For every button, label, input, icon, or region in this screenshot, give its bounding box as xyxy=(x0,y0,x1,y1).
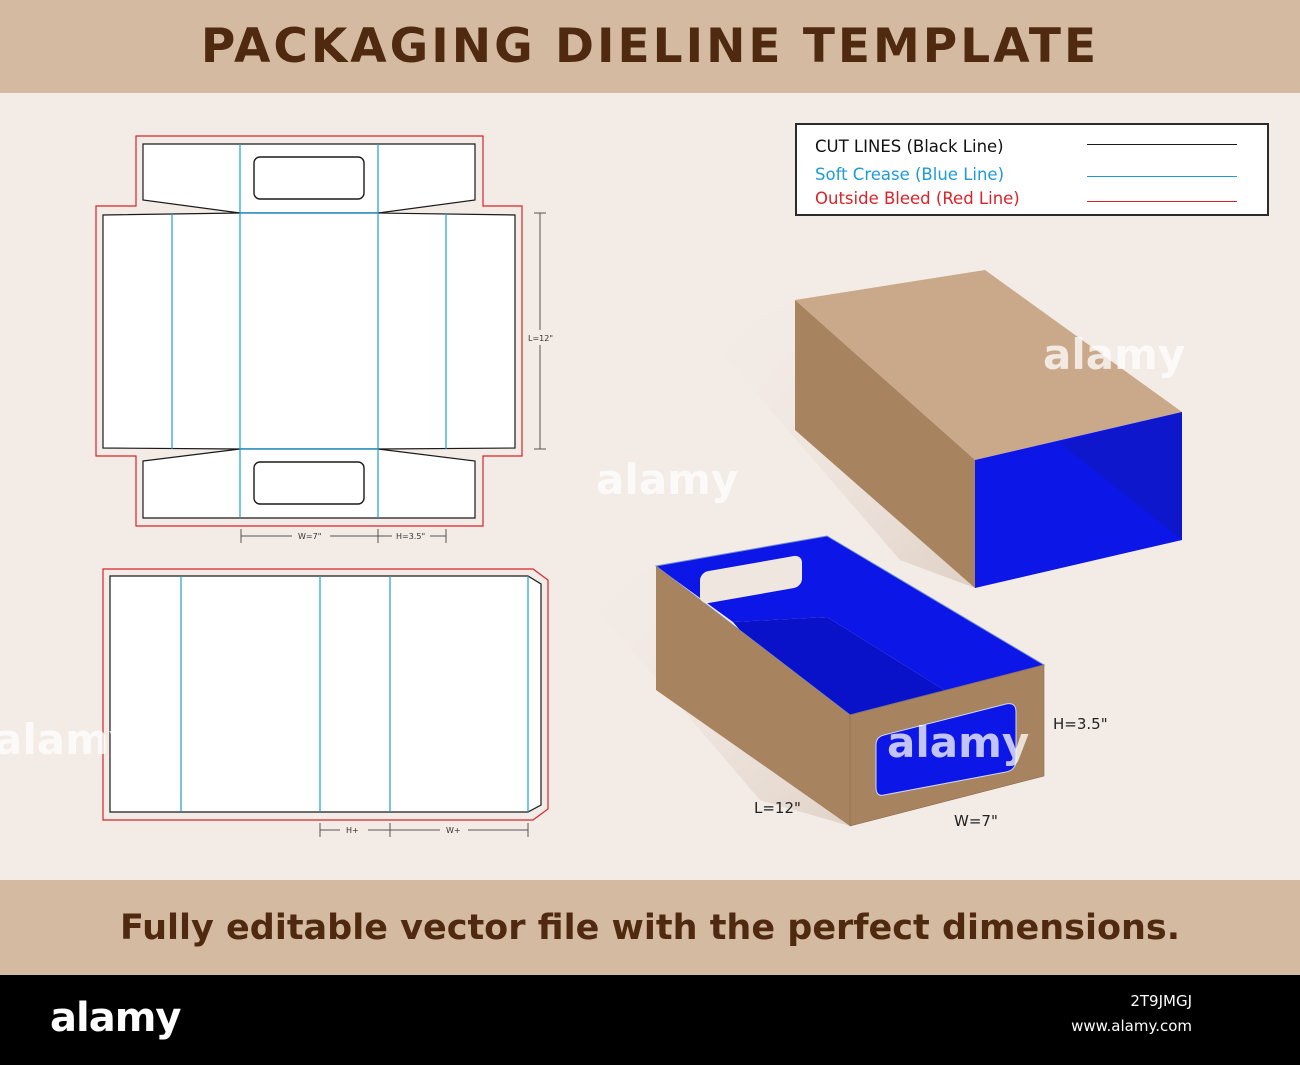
tray-handle-hole-bottom xyxy=(253,461,365,505)
tray-length-label: L=12" xyxy=(528,334,553,343)
tray-crease-lines xyxy=(171,144,447,518)
tray-3d-back-handle xyxy=(700,555,802,604)
image-id: 2T9JMGJ xyxy=(1130,992,1192,1010)
tray-handle-hole-top xyxy=(253,156,365,200)
tray-3d-width-label: W=7" xyxy=(954,812,998,830)
watermark-text: alamy xyxy=(0,715,137,764)
watermark-text: alamy xyxy=(887,718,1030,767)
page-title: PACKAGING DIELINE TEMPLATE xyxy=(200,19,1100,74)
sleeve-3d-top xyxy=(795,270,1182,460)
tray-3d: H=3.5" L=12" W=7" xyxy=(580,535,1108,830)
stock-footer: alamy 2T9JMGJ www.alamy.com xyxy=(0,975,1300,1065)
tray-bleed-line xyxy=(95,135,523,527)
tray-height-label: H=3.5" xyxy=(396,532,425,541)
legend-cut-line xyxy=(1087,144,1237,145)
sleeve-dimension-lines xyxy=(319,823,529,837)
line-legend: CUT LINES (Black Line) Soft Crease (Blue… xyxy=(795,123,1269,216)
watermark-text: alamy xyxy=(1043,330,1186,379)
legend-crease-label: Soft Crease (Blue Line) xyxy=(815,164,1005,184)
tagline-banner: Fully editable vector file with the perf… xyxy=(0,880,1300,975)
sleeve-w-plus-label: W+ xyxy=(446,826,461,835)
sleeve-3d-inner-back xyxy=(1060,412,1182,540)
tray-width-dimension xyxy=(240,529,447,543)
sleeve-panel xyxy=(109,575,542,813)
alamy-logo[interactable]: alamy xyxy=(50,995,181,1041)
tagline: Fully editable vector file with the perf… xyxy=(119,907,1181,948)
tray-dieline: L=12" W=7" H=3.5" xyxy=(95,135,553,543)
legend-cut-label: CUT LINES (Black Line) xyxy=(815,136,1004,156)
title-banner: PACKAGING DIELINE TEMPLATE xyxy=(0,0,1300,93)
legend-crease-line xyxy=(1087,176,1237,177)
tray-3d-height-label: H=3.5" xyxy=(1053,715,1108,733)
tray-3d-length-label: L=12" xyxy=(754,799,801,817)
legend-bleed-label: Outside Bleed (Red Line) xyxy=(815,188,1020,208)
tray-3d-front-side xyxy=(656,566,850,826)
tray-length-dimension xyxy=(534,212,546,450)
sleeve-h-plus-label: H+ xyxy=(346,826,359,835)
tray-3d-front-handle xyxy=(875,703,1017,796)
sleeve-bleed-line xyxy=(102,568,549,821)
sleeve-crease-lines xyxy=(180,576,529,812)
legend-bleed-line xyxy=(1087,201,1237,202)
sleeve-3d xyxy=(710,270,1182,588)
diagram-stage: L=12" W=7" H=3.5" xyxy=(0,93,1300,880)
tray-main-panel xyxy=(102,212,516,450)
tray-width-label: W=7" xyxy=(298,532,321,541)
dieline-diagram: L=12" W=7" H=3.5" xyxy=(95,135,1182,837)
sleeve-dieline: H+ W+ xyxy=(102,568,549,837)
watermark-text: alamy xyxy=(596,455,739,504)
site-url[interactable]: www.alamy.com xyxy=(1071,1017,1192,1035)
sleeve-3d-side xyxy=(795,300,975,588)
